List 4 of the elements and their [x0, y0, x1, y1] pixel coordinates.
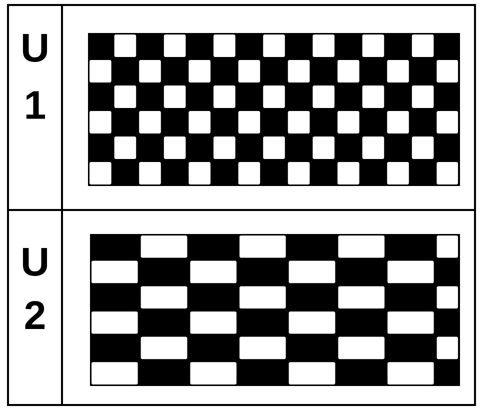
panel-label: 1	[26, 91, 45, 119]
panel-label: U	[22, 248, 47, 276]
panel-label: 2	[25, 301, 45, 329]
panel-label: U	[22, 34, 47, 62]
